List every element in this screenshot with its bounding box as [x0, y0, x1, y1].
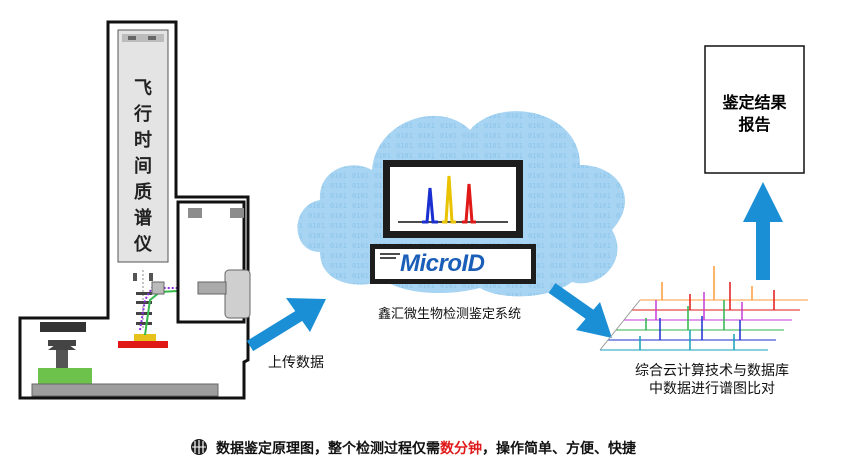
microid-logo: MicroID — [400, 250, 485, 277]
spectra-3d — [599, 266, 808, 351]
caption-suffix: ，操作简单、方便、快捷 — [482, 441, 636, 457]
upload-label: 上传数据 — [268, 355, 324, 371]
instrument-title-char: 间 — [134, 156, 152, 177]
database-label-line1: 综合云计算技术与数据库 — [635, 363, 789, 379]
upload-arrow — [246, 298, 326, 352]
caption-highlight: 数分钟 — [440, 441, 482, 457]
brain-bullet-icon — [191, 439, 207, 455]
monitor — [370, 160, 536, 284]
instrument-title-char: 质 — [134, 182, 152, 203]
instrument-title-char: 飞 — [134, 78, 152, 99]
database-label-line2: 中数据进行谱图比对 — [649, 381, 775, 397]
software-label: 鑫汇微生物检测鉴定系统 — [378, 307, 522, 322]
to-database-arrow — [548, 283, 612, 338]
report-line1: 鉴定结果 — [722, 93, 787, 112]
report-line2: 报告 — [738, 115, 771, 134]
instrument-title-char: 行 — [134, 104, 152, 125]
database-label: 综合云计算技术与数据库 中数据进行谱图比对 — [612, 362, 812, 398]
instrument-title-char: 谱 — [134, 208, 152, 229]
instrument-title-char: 仪 — [134, 234, 152, 255]
to-report-arrow — [743, 182, 783, 280]
instrument-title-char: 时 — [134, 130, 152, 151]
report-text: 鉴定结果 报告 — [705, 92, 804, 136]
instrument-title: 飞 行 时 间 质 谱 仪 — [131, 76, 155, 258]
mass-spectrometer — [18, 20, 251, 400]
report-box — [704, 45, 805, 174]
caption-prefix: 数据鉴定原理图，整个检测过程仅需 — [216, 441, 440, 457]
caption: 数据鉴定原理图，整个检测过程仅需数分钟，操作简单、方便、快捷 — [216, 438, 636, 458]
